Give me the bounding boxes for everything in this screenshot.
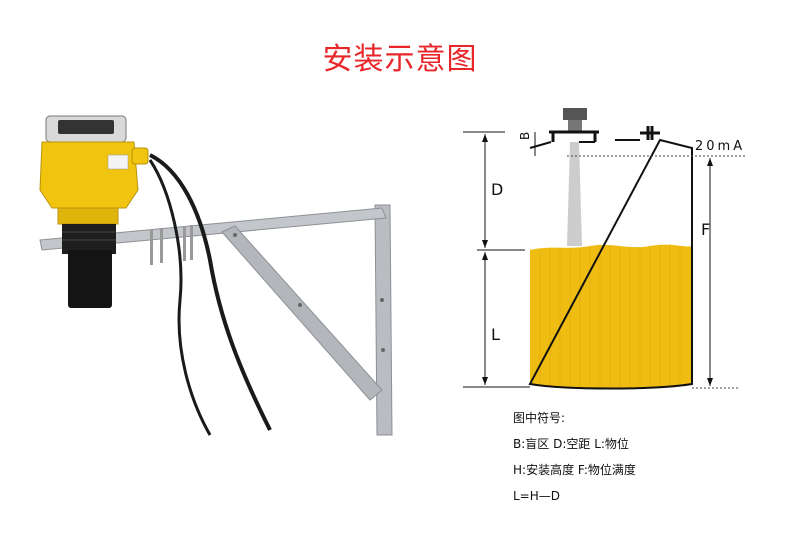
bracket-hole — [233, 233, 237, 237]
sensor-label — [107, 154, 129, 170]
sensor-gland — [131, 147, 149, 165]
legend-heading: 图中符号: — [513, 411, 566, 425]
liquid-fill — [530, 244, 692, 389]
page-title: 安装示意图 — [322, 42, 478, 77]
sensor-window — [58, 120, 114, 134]
bracket-hole — [298, 303, 302, 307]
sensor-cable — [148, 159, 212, 436]
symbol-legend: 图中符号: B:盲区 D:空距 L:物位 H:安装高度 F:物位满度 L=H—D — [513, 405, 636, 509]
label-L: L — [491, 325, 500, 344]
label-D: D — [491, 180, 503, 199]
bracket-bolt — [190, 225, 193, 260]
sensor-body — [39, 141, 139, 209]
label-B: B — [518, 132, 532, 140]
sensor-probe — [68, 250, 112, 308]
diagram-sensor-stem — [568, 120, 582, 132]
sensor-photo — [39, 115, 393, 436]
legend-row: B:盲区 D:空距 L:物位 — [513, 437, 629, 451]
bracket-bolt — [160, 228, 163, 263]
bracket-vertical-plate — [374, 204, 393, 436]
sensor-cable — [149, 153, 272, 431]
installation-diagram: B D L F 20mA — [463, 108, 745, 390]
bracket-hole — [380, 298, 384, 302]
bracket-bolt — [150, 230, 153, 265]
diagram-sensor-head — [563, 108, 587, 120]
tank-outline — [528, 138, 693, 390]
legend-row: L=H—D — [513, 489, 561, 503]
sensor-probe-thread — [62, 224, 116, 254]
bracket-bolt — [183, 226, 186, 261]
ultrasonic-beam — [567, 142, 582, 246]
sensor-neck — [57, 207, 119, 225]
bracket-hole — [381, 348, 385, 352]
legend-row: H:安装高度 F:物位满度 — [513, 463, 636, 477]
bracket-horizontal-arm — [39, 207, 387, 251]
label-20ma: 20mA — [695, 139, 745, 154]
bracket-diagonal-brace — [221, 225, 383, 401]
label-F: F — [701, 220, 710, 239]
liquid-texture — [539, 244, 681, 388]
